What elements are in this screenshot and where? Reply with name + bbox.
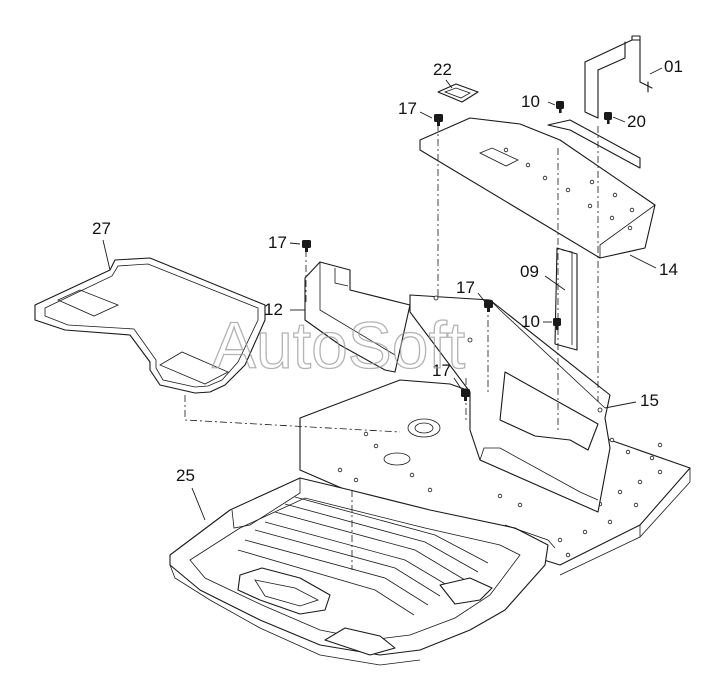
callout-17: 17 xyxy=(268,233,287,252)
callout-10: 10 xyxy=(521,92,540,111)
floor-plate-holes xyxy=(337,418,663,558)
floor-plate xyxy=(299,379,691,576)
mounting-plate xyxy=(419,117,656,259)
callout-10: 10 xyxy=(521,312,540,331)
rubber-pad xyxy=(437,83,479,103)
callout-22: 22 xyxy=(433,60,452,79)
watermark: AutoSoft xyxy=(212,308,465,382)
bracket-frame xyxy=(584,35,653,119)
callout-17: 17 xyxy=(456,278,475,297)
front-cover xyxy=(409,294,611,513)
callout-09: 09 xyxy=(520,262,539,281)
floor-pan-ribs xyxy=(237,496,489,616)
callout-12: 12 xyxy=(264,300,283,319)
bolt-17b xyxy=(302,240,311,252)
bolt-17c xyxy=(484,300,493,312)
bolt-17d xyxy=(461,389,470,401)
callout-27: 27 xyxy=(92,219,111,238)
floor-mat xyxy=(34,257,266,394)
side-panel xyxy=(304,261,411,373)
callout-01: 01 xyxy=(664,57,683,76)
callout-17: 17 xyxy=(398,99,417,118)
bolt-17a xyxy=(434,114,443,126)
bolt-20 xyxy=(604,112,612,124)
callouts: 01 22 17 10 20 27 17 14 09 12 17 10 17 1… xyxy=(92,57,683,485)
callout-14: 14 xyxy=(659,260,678,279)
bolt-10a xyxy=(556,101,564,113)
floor-pan xyxy=(169,477,556,666)
bolts xyxy=(302,101,612,401)
callout-15: 15 xyxy=(640,391,659,410)
leader-lines xyxy=(102,67,663,521)
bolt-10b xyxy=(553,318,561,330)
callout-20: 20 xyxy=(627,112,646,131)
assembly-lines xyxy=(184,124,599,570)
callout-25: 25 xyxy=(176,466,195,485)
callout-17: 17 xyxy=(432,361,451,380)
